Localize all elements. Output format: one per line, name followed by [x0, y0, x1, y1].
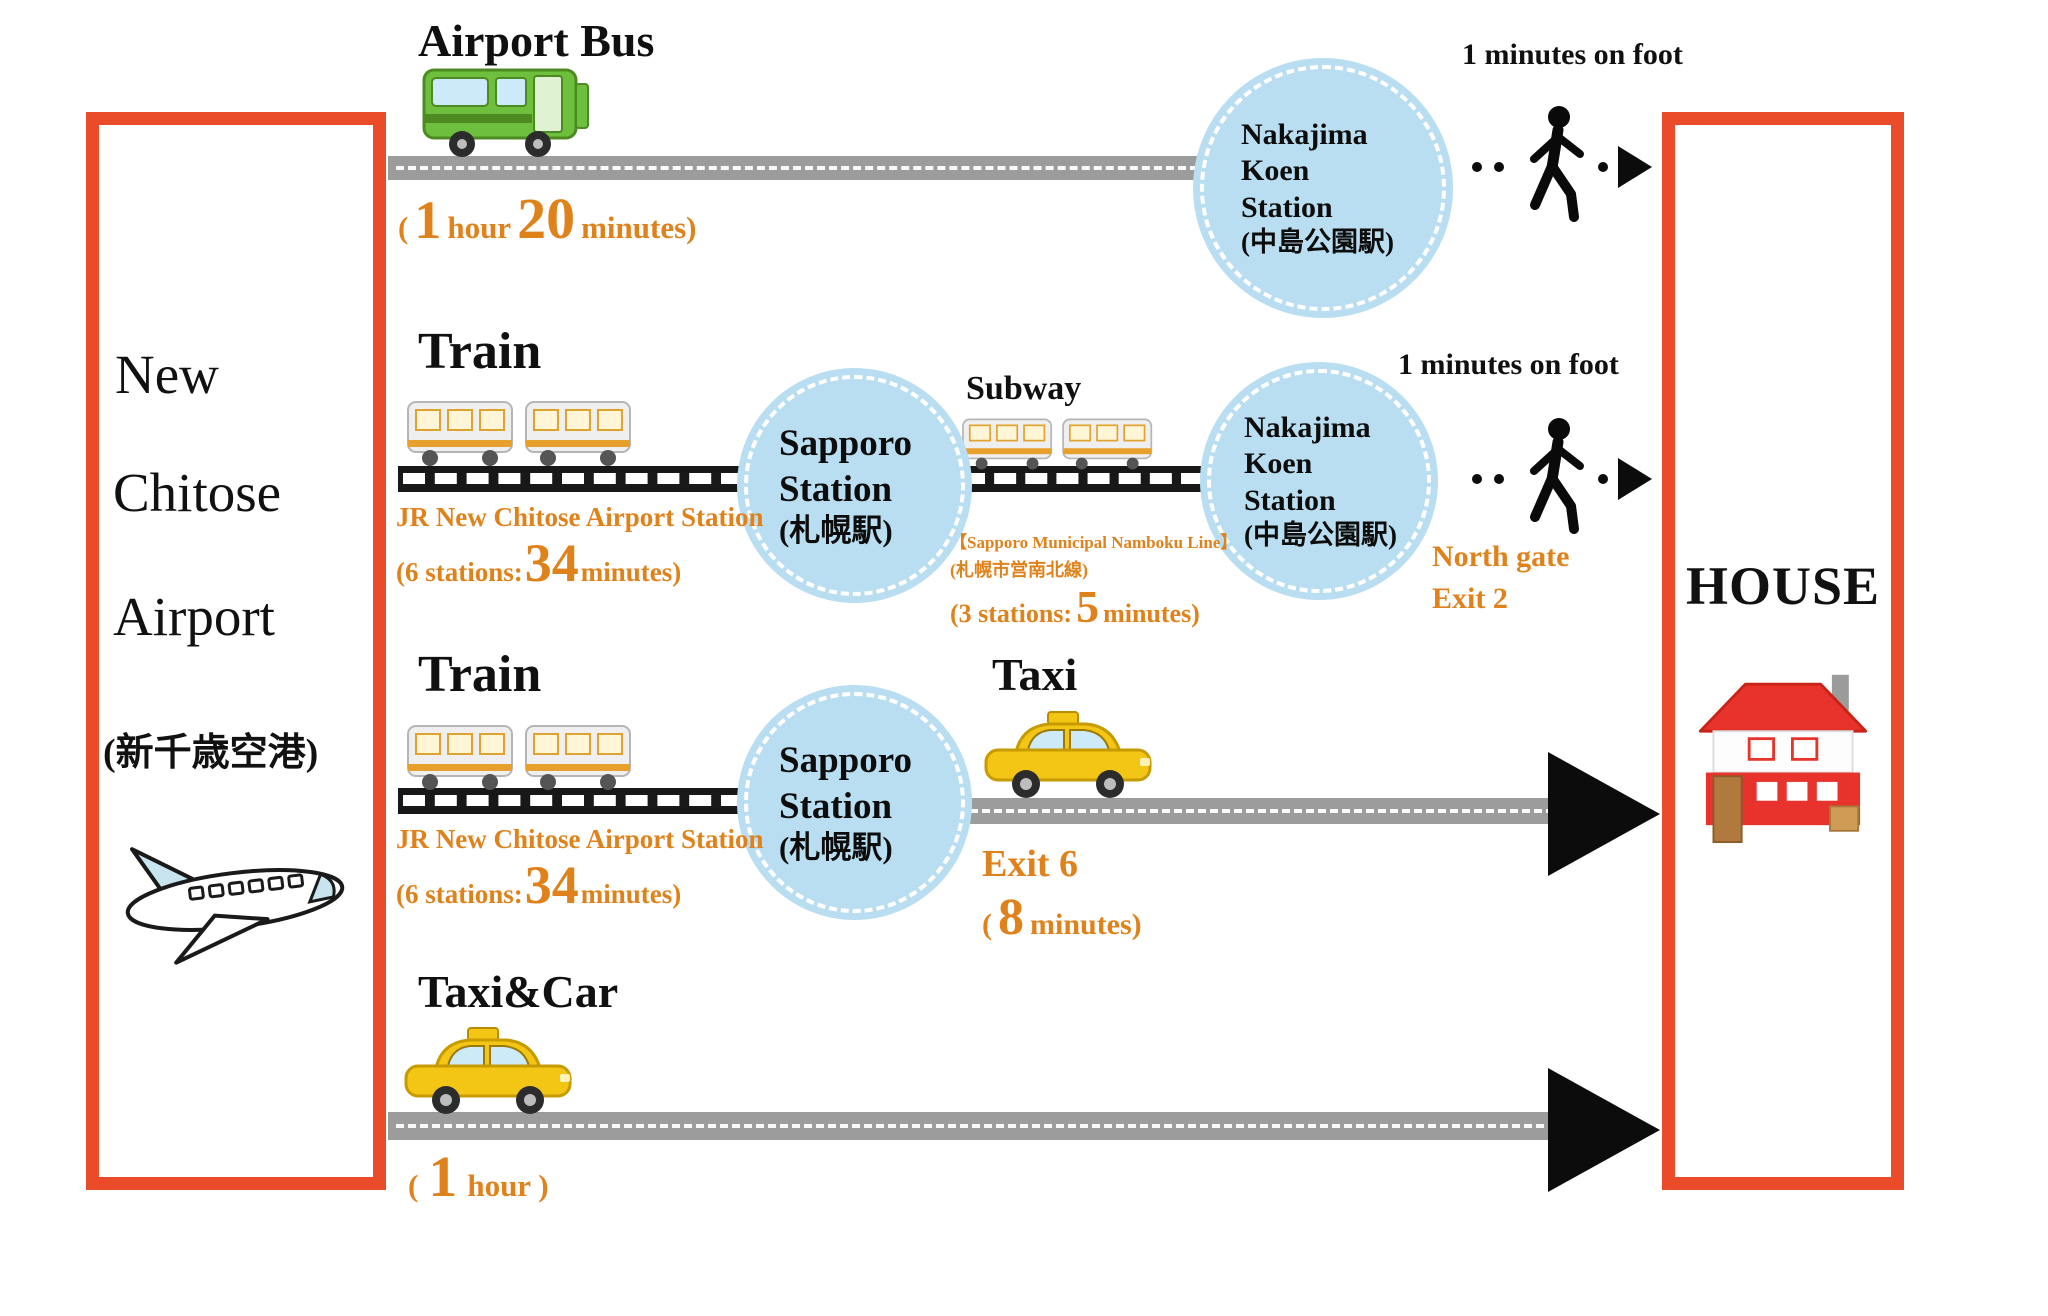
exit-2-label: Exit 2 — [1432, 582, 1508, 615]
house-box: HOUSE — [1662, 112, 1904, 1190]
station-name-line: Koen — [1244, 447, 1313, 481]
taxi-car-route-title: Taxi&Car — [418, 966, 619, 1017]
walking-person-icon — [1530, 418, 1584, 534]
bus-icon — [422, 68, 589, 157]
airport-name-line1: New — [115, 344, 219, 405]
station-name-line-jp: (中島公園駅) — [1244, 520, 1397, 551]
house-label: HOUSE — [1685, 556, 1881, 616]
station-name-line: Sapporo — [779, 740, 912, 782]
jr-station-label: JR New Chitose Airport Station — [396, 502, 764, 532]
train-icon — [407, 401, 631, 466]
bus-duration-minute-unit: minutes) — [581, 210, 697, 245]
taxi-duration-close: minutes) — [1030, 908, 1142, 941]
exit-6-label: Exit 6 — [982, 843, 1079, 885]
sapporo-station-circle-subway: Sapporo Station (札幌駅) — [737, 368, 972, 603]
bus-walk-arrow-icon — [1618, 146, 1652, 188]
bus-duration-minutes: 20 — [517, 186, 576, 251]
sapporo-station-circle-taxi: Sapporo Station (札幌駅) — [737, 685, 972, 920]
path-dot — [1472, 162, 1482, 172]
taxi-car-duration: ( 1 hour ) — [408, 1148, 549, 1206]
jr-rail-track — [398, 466, 748, 492]
taxi-duration-minutes: 8 — [998, 889, 1024, 946]
north-gate-label: North gate — [1432, 540, 1570, 573]
train-subway-route-title: Train — [418, 323, 542, 380]
subway-train-icon — [962, 418, 1153, 470]
airport-name-line2: Chitose — [113, 462, 282, 523]
station-name-line: Station — [1244, 483, 1336, 517]
jr-detail: (6 stations: 34 minutes) — [396, 536, 681, 590]
walking-person-icon — [1530, 106, 1584, 222]
station-name-line: Station — [1241, 190, 1333, 224]
airplane-icon — [125, 847, 345, 965]
taxi-car-duration-hours: 1 — [428, 1144, 458, 1209]
taxi-car-road — [388, 1112, 1624, 1140]
bus-duration: (1 hour 20 minutes) — [398, 190, 696, 248]
train-taxi-route-title: Train — [418, 646, 542, 703]
jr-detail-open: (6 stations: — [396, 879, 523, 909]
station-name-line: Koen — [1241, 154, 1310, 188]
nakajima-koen-station-circle-subway: Nakajima Koen Station (中島公園駅) — [1200, 362, 1438, 600]
path-dot — [1472, 474, 1482, 484]
taxi-road — [962, 798, 1622, 824]
taxi-car-route-arrow-icon — [1548, 1068, 1660, 1192]
station-name-line: Nakajima — [1241, 117, 1368, 151]
taxi-icon — [984, 711, 1152, 798]
bus-duration-hours: 1 — [414, 190, 442, 250]
taxi-duration-open: ( — [982, 908, 992, 941]
taxi-duration: ( 8 minutes) — [982, 892, 1142, 944]
bus-duration-hour-unit: hour — [447, 210, 512, 245]
station-name-line-jp: (札幌駅) — [779, 512, 893, 548]
path-dot — [1494, 474, 1504, 484]
subway-line-name: 【Sapporo Municipal Namboku Line】 — [950, 533, 1238, 552]
taxi-route-arrow-icon — [1548, 752, 1660, 876]
bus-duration-open: ( — [398, 210, 409, 245]
subway-detail: (3 stations: 5 minutes) — [950, 584, 1200, 630]
station-name-line: Sapporo — [779, 423, 912, 465]
path-dot — [1598, 162, 1608, 172]
subway-line-name-jp: (札幌市営南北線) — [950, 560, 1088, 580]
train-icon — [407, 725, 631, 790]
taxi-label: Taxi — [992, 649, 1078, 700]
nakajima-koen-station-circle-bus: Nakajima Koen Station (中島公園駅) — [1193, 58, 1453, 318]
subway-detail-close: minutes) — [1103, 599, 1200, 628]
station-name-line: Station — [779, 785, 893, 827]
jr-detail-minutes: 34 — [524, 533, 579, 593]
jr-detail: (6 stations: 34 minutes) — [396, 858, 681, 912]
airport-name-line3: Airport — [113, 586, 275, 647]
bus-route-title: Airport Bus — [418, 15, 655, 66]
station-name-line-jp: (中島公園駅) — [1241, 227, 1394, 258]
subway-walk-arrow-icon — [1618, 458, 1652, 500]
jr-detail-close: minutes) — [580, 879, 682, 909]
jr-rail-track — [398, 788, 748, 814]
path-dot — [1598, 474, 1608, 484]
path-dot — [1494, 162, 1504, 172]
taxi-car-duration-open: ( — [408, 1168, 419, 1203]
subway-detail-minutes: 5 — [1076, 581, 1100, 632]
subway-label: Subway — [966, 370, 1082, 407]
taxi-icon — [404, 1027, 572, 1114]
bus-walk-label: 1 minutes on foot — [1462, 38, 1683, 71]
station-name-line: Station — [779, 468, 893, 510]
jr-detail-close: minutes) — [580, 557, 682, 587]
airport-name-line4: (新千歳空港) — [103, 732, 319, 774]
subway-walk-label: 1 minutes on foot — [1398, 348, 1619, 381]
station-name-line-jp: (札幌駅) — [779, 829, 893, 865]
jr-detail-open: (6 stations: — [396, 557, 523, 587]
station-name-line: Nakajima — [1244, 410, 1371, 444]
jr-station-label: JR New Chitose Airport Station — [396, 824, 764, 854]
subway-detail-open: (3 stations: — [950, 599, 1073, 628]
subway-rail-track — [958, 466, 1208, 492]
house-icon — [1698, 674, 1868, 844]
taxi-car-duration-close: hour ) — [467, 1168, 549, 1203]
airport-box: New Chitose Airport (新千歳空港) — [86, 112, 386, 1190]
jr-detail-minutes: 34 — [524, 855, 579, 915]
bus-road — [388, 156, 1218, 180]
